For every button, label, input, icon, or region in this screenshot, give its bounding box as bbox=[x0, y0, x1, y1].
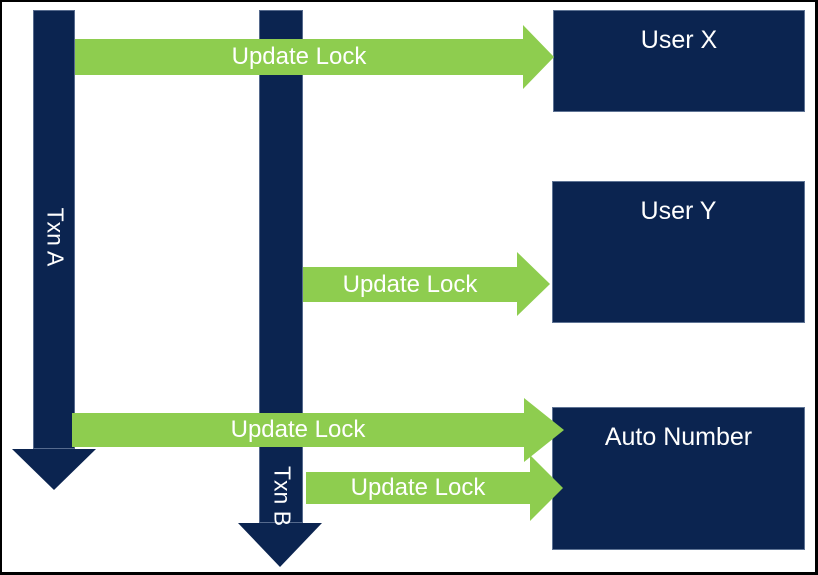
txn-a-down-arrowhead bbox=[12, 449, 96, 490]
entity-user-y-label: User Y bbox=[640, 197, 717, 225]
update-lock-label: Update Lock bbox=[350, 474, 486, 501]
txn-a-label: Txn A bbox=[42, 207, 69, 267]
update-lock-label: Update Lock bbox=[231, 43, 367, 70]
entity-box-user-y: User Y bbox=[552, 181, 805, 323]
entity-user-x-label: User X bbox=[640, 26, 718, 54]
update-lock-label: Update Lock bbox=[230, 416, 366, 443]
lock-arrow-txn-a-to-auto-number-arrowhead bbox=[524, 398, 564, 462]
txn-b-label: Txn B bbox=[269, 465, 296, 527]
update-lock-label: Update Lock bbox=[342, 270, 478, 298]
entity-box-auto-number: Auto Number bbox=[552, 407, 805, 550]
lock-arrow-txn-a-to-user-x: Update Lock bbox=[75, 39, 523, 75]
txn-b-down-arrowhead bbox=[238, 523, 322, 567]
lock-arrow-txn-b-to-auto-number-arrowhead bbox=[530, 455, 563, 521]
lock-arrow-txn-b-to-auto-number: Update Lock bbox=[306, 472, 530, 504]
lock-arrow-txn-b-to-user-y-arrowhead bbox=[517, 252, 550, 316]
lock-arrow-txn-a-to-user-x-arrowhead bbox=[523, 25, 554, 89]
lock-arrow-txn-a-to-auto-number: Update Lock bbox=[72, 413, 524, 447]
txn-a-timeline-shaft bbox=[33, 10, 75, 449]
entity-box-user-x: User X bbox=[553, 10, 805, 112]
lock-arrow-txn-b-to-user-y: Update Lock bbox=[303, 267, 517, 302]
entity-auto-number-label: Auto Number bbox=[604, 423, 753, 451]
